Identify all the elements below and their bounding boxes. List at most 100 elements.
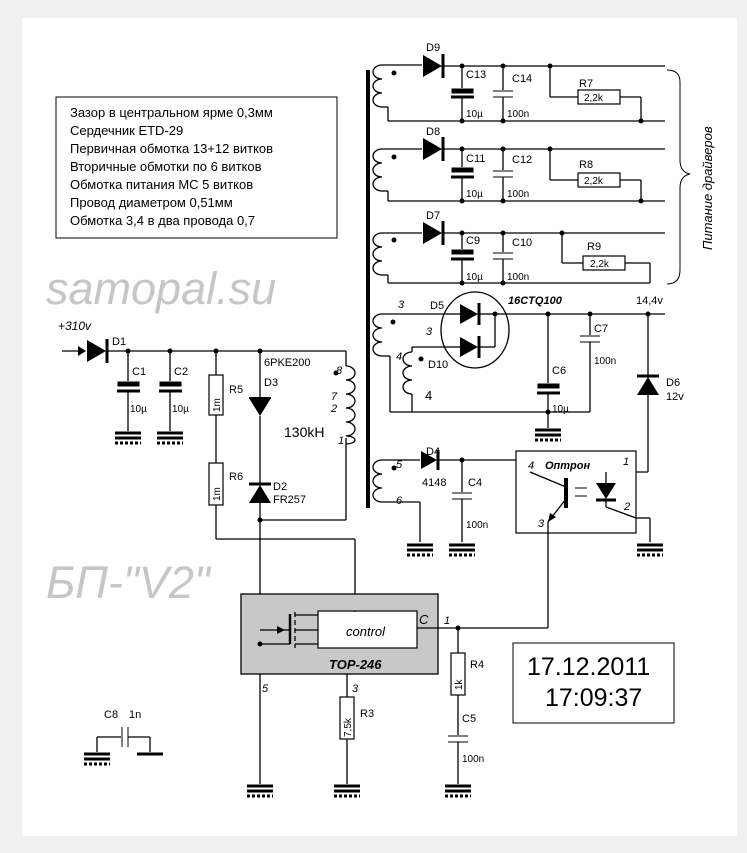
c13-label: C13 <box>466 69 486 81</box>
r4-label: R4 <box>470 659 484 671</box>
ic-pin-c: C <box>419 612 429 627</box>
d6-value: 12v <box>666 391 684 403</box>
c8-capacitor: C8 1n <box>82 709 163 766</box>
note-line: Первичная обмотка 13+12 витков <box>70 141 273 156</box>
c14-label: C14 <box>512 73 532 85</box>
c14-value: 100n <box>507 109 529 120</box>
d1-label: D1 <box>112 336 126 348</box>
r3-label: R3 <box>360 708 374 720</box>
ic-control-block: control <box>346 624 386 639</box>
datetime-box: 17.12.2011 17:09:37 <box>512 642 675 724</box>
c1-label: C1 <box>132 366 146 378</box>
note-line: Сердечник ETD-29 <box>70 123 183 138</box>
date-text: 17.12.2011 <box>527 653 650 681</box>
r6-value: 1m <box>212 487 223 501</box>
note-line: Провод диаметром 0,51мм <box>70 195 233 210</box>
opto-pin1: 1 <box>623 456 629 468</box>
output-voltage-label: 14,4v <box>636 295 663 307</box>
r3-value: 7,5k <box>343 717 354 737</box>
opto-pin4: 4 <box>528 460 534 472</box>
pin-label: 3 <box>398 299 405 311</box>
c4-label: C4 <box>468 477 482 489</box>
c5-value: 100n <box>462 754 484 765</box>
pin-label: 4 <box>396 351 402 363</box>
r3-resistor: 7,5k R3 <box>332 674 374 798</box>
opto-label: Оптрон <box>545 460 590 472</box>
pin-label: 2 <box>330 403 337 415</box>
c10-label: C10 <box>512 237 532 249</box>
pin-label: 3 <box>426 326 433 338</box>
c9-label: C9 <box>466 235 480 247</box>
r7-label: R7 <box>579 78 593 90</box>
c12-label: C12 <box>512 154 532 166</box>
c1-value: 10µ <box>130 404 147 415</box>
r4-c5-network: 1k R4 C5 100n <box>443 625 484 798</box>
ic-name: TOP-246 <box>329 657 382 672</box>
optocoupler: 4 Оптрон 1 2 3 <box>515 450 637 534</box>
input-section: +310v D1 C1 10µ C2 10µ 1m 1m <box>58 319 356 784</box>
diode-pair-label: 16CTQ100 <box>508 295 563 307</box>
d7-label: D7 <box>426 210 440 222</box>
c7-value: 100n <box>594 356 616 367</box>
opto-pin2: 2 <box>623 501 630 513</box>
c13-value: 10µ <box>466 109 483 120</box>
c6-label: C6 <box>552 365 566 377</box>
input-voltage-label: +310v <box>58 319 92 333</box>
c9-value: 10µ <box>466 272 483 283</box>
d10-label: D10 <box>428 359 448 371</box>
c2-value: 10µ <box>172 404 189 415</box>
r4-value: 1k <box>454 678 465 690</box>
main-output-section: 14,4v 16CTQ100 D5 D10 C6 10µ C7 100n D6 … <box>372 291 684 473</box>
r9-value: 2,2k <box>590 259 610 270</box>
time-text: 17:09:37 <box>545 684 642 712</box>
note-line: Вторичные обмотки по 6 витков <box>70 159 262 174</box>
d3-label: D3 <box>264 377 278 389</box>
note-line: Зазор в центральном ярме 0,3мм <box>70 105 273 120</box>
c2-label: C2 <box>174 366 188 378</box>
d3-type: 6PKE200 <box>264 357 310 369</box>
ic-pin5: 5 <box>262 683 269 695</box>
d4-type: 4148 <box>422 477 446 489</box>
note-line: Обмотка 3,4 в два провода 0,7 <box>70 213 255 228</box>
pin-label: 7 <box>331 391 338 403</box>
c10-value: 100n <box>507 272 529 283</box>
d6-label: D6 <box>666 377 680 389</box>
pin-label: 4 <box>425 388 432 403</box>
c5-label: C5 <box>462 713 476 725</box>
c11-value: 10µ <box>466 189 483 200</box>
notes-box: Зазор в центральном ярме 0,3мм Сердечник… <box>55 96 338 239</box>
ic-pin3: 3 <box>352 683 359 695</box>
note-line: Обмотка питания МС 5 витков <box>70 177 253 192</box>
opto-pin3: 3 <box>538 518 545 530</box>
c11-label: C11 <box>466 153 485 165</box>
c4-value: 100n <box>466 520 488 531</box>
d2-type: FR257 <box>273 494 306 506</box>
aux-winding-section: D4 4148 C4 100n 5 6 <box>372 446 516 557</box>
pin-label: 6 <box>396 495 403 507</box>
driver-supply-label: Питание драйверов <box>700 126 715 250</box>
pin-label: 1 <box>338 435 344 447</box>
r8-value: 2,2k <box>584 176 604 187</box>
r8-label: R8 <box>579 159 593 171</box>
transformer-frequency: 130kH <box>284 424 324 440</box>
driver-supply-2: D8 C11 10µ C12 100n R8 2,2k <box>372 126 665 204</box>
watermark: samopal.su <box>46 263 276 314</box>
r7-value: 2,2k <box>584 93 604 104</box>
d9-label: D9 <box>426 42 440 54</box>
c8-label: C8 <box>104 709 118 721</box>
d4-label: D4 <box>426 446 440 458</box>
r5-label: R5 <box>229 384 243 396</box>
r6-label: R6 <box>229 471 243 483</box>
schematic-title: БП-"V2" <box>46 557 212 608</box>
ic-top246: control C TOP-246 5 3 1 <box>240 593 458 695</box>
r9-label: R9 <box>587 241 601 253</box>
c8-value: 1n <box>129 709 141 721</box>
pin-label: 5 <box>396 459 403 471</box>
driver-supply-1: D9 C13 10µ C14 100n R7 2,2k <box>372 42 665 124</box>
c12-value: 100n <box>507 189 529 200</box>
driver-supply-3: D7 C9 10µ C10 100n R9 2,2k <box>372 210 665 286</box>
ic-pin1: 1 <box>444 615 450 627</box>
driver-bracket <box>666 69 691 285</box>
